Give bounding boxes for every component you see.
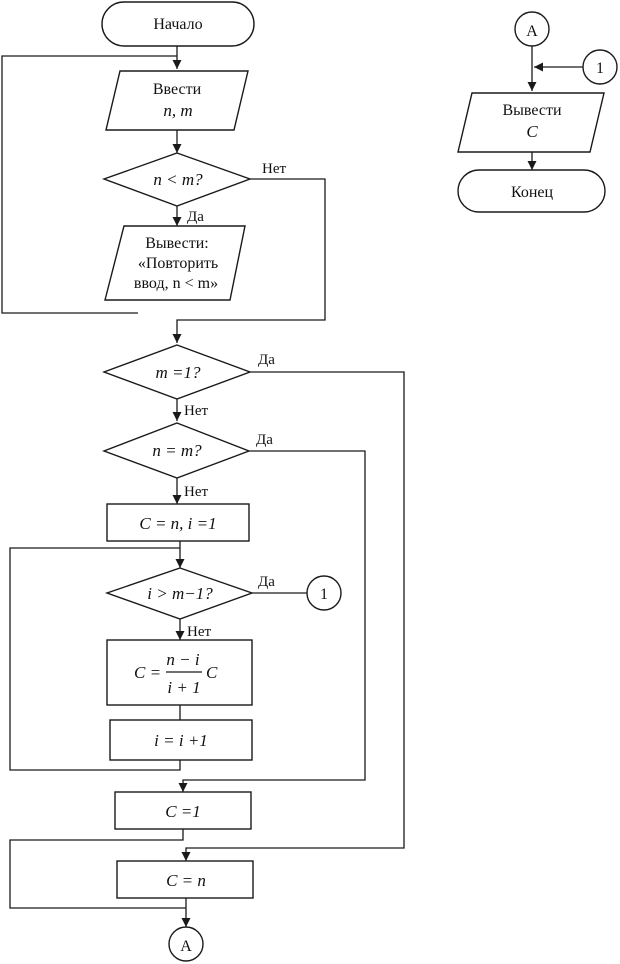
edge-label-no-4: Нет xyxy=(187,624,211,640)
connector-a-bottom xyxy=(168,926,204,962)
edge-label-no-3: Нет xyxy=(184,484,208,500)
edge-label-no-2: Нет xyxy=(184,403,208,419)
condition-n-equals-m xyxy=(102,422,251,479)
assign-c-n-i-1-label: C = n, i =1 xyxy=(139,514,216,533)
input-parallelogram xyxy=(105,70,249,131)
edge-label-no-1: Нет xyxy=(262,161,286,177)
condition-n-less-m-label: n < m? xyxy=(153,170,203,189)
output-error-line1: Вывести: xyxy=(145,235,208,252)
output-error-parallelogram xyxy=(104,225,246,301)
output-result-line1: Вывести xyxy=(502,102,561,119)
formula-denominator: i + 1 xyxy=(167,678,200,697)
connector-a-bottom-label: A xyxy=(180,938,192,955)
end-label: Конец xyxy=(511,184,554,201)
connector-1-left-label: 1 xyxy=(320,586,328,603)
output-error-line3: ввод, n < m» xyxy=(134,275,218,292)
condition-n-equals-m-label: n = m? xyxy=(152,441,202,460)
input-label-line1: Ввести xyxy=(153,81,202,98)
edge-label-yes-3: Да xyxy=(256,432,273,448)
output-result-parallelogram xyxy=(457,92,605,153)
assign-c-1-label: C =1 xyxy=(165,802,201,821)
assign-c-n-i-1 xyxy=(106,503,250,542)
formula-lhs: C = xyxy=(134,663,161,682)
increment-label: i = i +1 xyxy=(154,731,208,750)
condition-m-equals-1-label: m =1? xyxy=(156,363,201,382)
edge-label-yes-1: Да xyxy=(187,209,204,225)
connector-a-top-label: A xyxy=(526,23,538,40)
assign-c-n xyxy=(116,860,254,899)
output-error-line2: «Повторить xyxy=(138,255,218,272)
condition-i-greater xyxy=(104,567,255,620)
formula-numerator: n − i xyxy=(166,650,199,669)
input-label-line2: n, m xyxy=(163,101,192,120)
assign-c-1 xyxy=(114,791,252,830)
flow-lines xyxy=(1,46,584,927)
edge-label-yes-2: Да xyxy=(258,352,275,368)
condition-n-less-m xyxy=(101,152,253,207)
increment-block xyxy=(109,719,253,761)
formula-rhs: C xyxy=(206,663,218,682)
connector-1-right xyxy=(582,49,618,85)
start-terminal xyxy=(101,1,255,47)
connector-1-right-label: 1 xyxy=(596,60,604,77)
output-result-line2: C xyxy=(526,122,538,141)
connector-a-top xyxy=(514,11,550,47)
end-terminal xyxy=(457,169,606,213)
assign-c-n-label: C = n xyxy=(166,871,206,890)
connector-1-left xyxy=(306,575,342,611)
edge-label-yes-4: Да xyxy=(258,574,275,590)
condition-m-equals-1 xyxy=(101,344,253,400)
start-label: Начало xyxy=(153,16,202,33)
condition-i-greater-label: i > m−1? xyxy=(147,584,213,603)
